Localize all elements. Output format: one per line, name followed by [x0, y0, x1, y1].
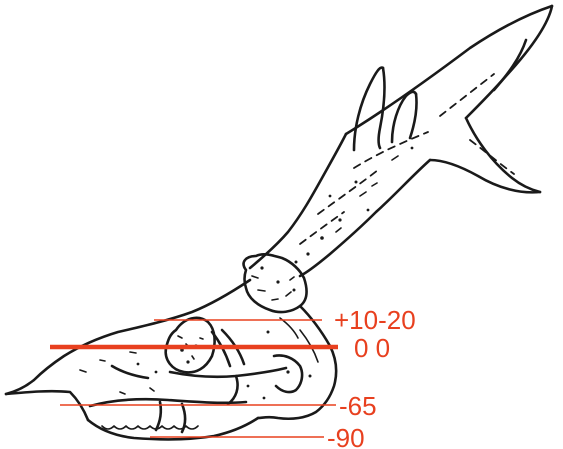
skull-drawing	[6, 280, 336, 439]
reference-label-zero: 0 0	[354, 333, 390, 363]
reference-label-plus-10-20: +10-20	[334, 305, 416, 335]
reference-label-minus-90: -90	[327, 423, 365, 449]
antler-drawing	[244, 6, 552, 312]
reference-label-minus-65: -65	[339, 391, 377, 421]
